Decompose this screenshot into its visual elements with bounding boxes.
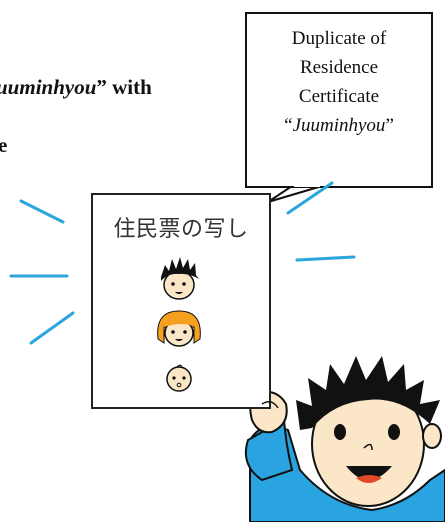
heading-line-1-rest: ” with xyxy=(96,75,152,99)
character-hair xyxy=(296,356,440,430)
callout-line-4: “Juuminhyou” xyxy=(247,111,431,140)
document-faces xyxy=(157,257,201,392)
callout-line-2: Residence xyxy=(299,57,379,78)
speech-callout: Duplicate of Residence Certificate “Juum… xyxy=(245,12,433,188)
callout-line-3: Certificate xyxy=(298,86,380,107)
face-father-icon xyxy=(161,257,199,300)
heading-line-2: e xyxy=(0,133,8,157)
document-title: 住民票の写し xyxy=(113,217,249,242)
residence-certificate-document: 住民票の写し xyxy=(91,193,271,409)
face-mother-icon xyxy=(157,310,201,347)
callout-quote-close: ” xyxy=(385,115,394,136)
emphasis-lines-left xyxy=(9,199,75,345)
heading-italic-word: uuminhyou xyxy=(0,75,97,99)
character-head xyxy=(261,356,442,507)
callout-italic-word: Juuminhyou xyxy=(292,115,386,136)
callout-line-1: Duplicate of xyxy=(291,28,387,49)
heading-text: uuminhyou” with e xyxy=(0,58,240,174)
emphasis-lines-right xyxy=(286,181,356,262)
character-arm xyxy=(244,418,294,482)
callout-quote-open: “ xyxy=(284,115,293,136)
face-baby-icon xyxy=(166,364,192,392)
heading-line-1: uuminhyou” with xyxy=(0,58,240,116)
